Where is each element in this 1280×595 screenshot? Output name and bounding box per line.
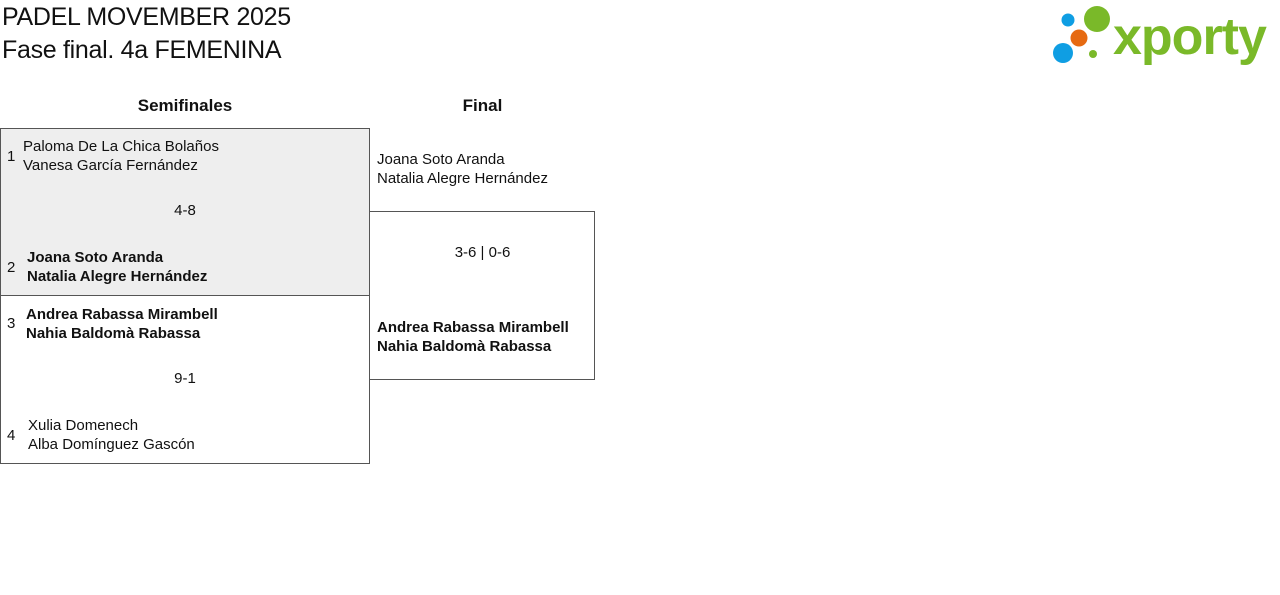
player-name: Natalia Alegre Hernández bbox=[377, 170, 548, 187]
logo-dot-orange bbox=[1070, 29, 1088, 47]
seed-number: 1 bbox=[7, 148, 16, 165]
player-name: Nahia Baldomà Rabassa bbox=[26, 325, 201, 342]
semifinal-2-score: 9-1 bbox=[174, 370, 196, 387]
player-name: Vanesa García Fernández bbox=[23, 157, 198, 174]
player-name: Natalia Alegre Hernández bbox=[27, 268, 208, 285]
page-title-line2: Fase final. 4a FEMENINA bbox=[2, 36, 282, 64]
player-name: Xulia Domenech bbox=[28, 417, 139, 434]
seed-number: 4 bbox=[7, 427, 16, 444]
final-team-top: Joana Soto Aranda Natalia Alegre Hernánd… bbox=[377, 150, 548, 188]
logo-dot-blue-small bbox=[1061, 13, 1075, 27]
logo-dot-blue-large bbox=[1053, 43, 1073, 63]
column-header-final: Final bbox=[462, 96, 503, 115]
logo-dot-green-small bbox=[1089, 50, 1097, 58]
player-name: Joana Soto Aranda bbox=[27, 249, 164, 266]
final-team-bottom: Andrea Rabassa Mirambell Nahia Baldomà R… bbox=[377, 318, 569, 356]
player-name: Andrea Rabassa Mirambell bbox=[377, 319, 569, 336]
semifinal-1-box bbox=[0, 128, 370, 296]
player-name: Nahia Baldomà Rabassa bbox=[377, 338, 552, 355]
semifinal-1-team-bottom: Joana Soto Aranda Natalia Alegre Hernánd… bbox=[27, 248, 207, 286]
semifinal-2-team-bottom: Xulia Domenech Alba Domínguez Gascón bbox=[28, 416, 195, 454]
final-box bbox=[369, 211, 595, 380]
player-name: Joana Soto Aranda bbox=[377, 151, 505, 168]
player-name: Andrea Rabassa Mirambell bbox=[26, 306, 218, 323]
logo-wordmark: xporty bbox=[1113, 8, 1267, 66]
final-score: 3-6 | 0-6 bbox=[454, 244, 511, 261]
xporty-logo: xporty bbox=[1053, 6, 1268, 66]
semifinal-2-team-top: Andrea Rabassa Mirambell Nahia Baldomà R… bbox=[26, 305, 218, 343]
semifinal-1-team-top: Paloma De La Chica Bolaños Vanesa García… bbox=[23, 137, 219, 175]
seed-number: 3 bbox=[7, 315, 16, 332]
column-header-semis: Semifinales bbox=[137, 96, 233, 115]
player-name: Paloma De La Chica Bolaños bbox=[23, 138, 219, 155]
seed-number: 2 bbox=[7, 259, 16, 276]
player-name: Alba Domínguez Gascón bbox=[28, 436, 195, 453]
logo-dot-green bbox=[1084, 6, 1110, 32]
semifinal-1-score: 4-8 bbox=[174, 202, 196, 219]
page-title-line1: PADEL MOVEMBER 2025 bbox=[2, 3, 291, 31]
